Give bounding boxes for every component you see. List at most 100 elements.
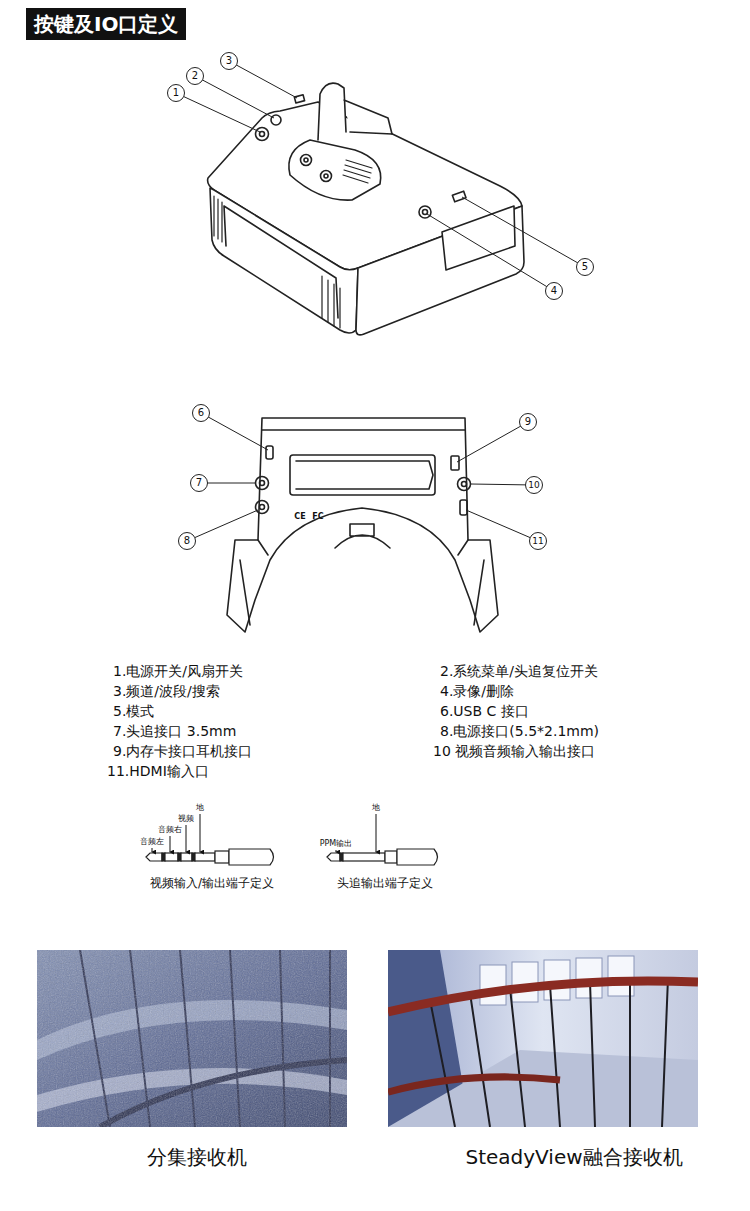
- leader-line: [427, 214, 554, 291]
- leader-line: [462, 197, 585, 267]
- certification-mark: CE: [294, 512, 305, 521]
- button: [419, 206, 431, 218]
- power-jack: [260, 505, 265, 510]
- strap-mount: [318, 83, 392, 140]
- page-title: 按键及IO口定义: [26, 8, 186, 40]
- leader-line: [195, 76, 274, 118]
- callout-number: 2: [192, 71, 198, 81]
- housing-edge: [240, 430, 484, 625]
- spec-item: 1.电源开关/风扇开关: [113, 663, 243, 680]
- av-jack: [458, 478, 471, 491]
- photo-ground: [388, 950, 698, 1127]
- photo-stairs: [388, 1050, 698, 1127]
- av-jack: [462, 482, 467, 487]
- callout-circle: [520, 414, 537, 431]
- audio-jack: [260, 481, 265, 486]
- leader-line: [466, 510, 538, 541]
- spec-item: 6.USB C 接口: [440, 703, 529, 720]
- leader-line: [471, 484, 534, 485]
- callout-circle: [191, 475, 208, 492]
- callout-number: 5: [582, 262, 588, 272]
- callout-number: 11: [532, 537, 543, 546]
- hdmi-port: [460, 500, 467, 515]
- leader-line: [201, 413, 268, 450]
- side-face: [356, 206, 524, 335]
- audio-jack: [256, 477, 269, 490]
- antenna-pin: [324, 174, 328, 178]
- photo-caption: 分集接收机: [147, 1146, 247, 1169]
- callout-number: 4: [551, 286, 557, 296]
- callout-number: 3: [226, 56, 232, 66]
- pin-pointer: [336, 850, 337, 852]
- visor-edge: [224, 206, 338, 318]
- spec-item: 3.频道/波段/搜索: [113, 683, 220, 700]
- photo-ground: [37, 950, 347, 1127]
- usb-port: [266, 446, 273, 459]
- spec-item: 11.HDMI输入口: [107, 763, 209, 780]
- callout-number: 8: [184, 536, 190, 546]
- button: [256, 128, 269, 141]
- callout-circle: [193, 405, 210, 422]
- callout-number: 10: [528, 481, 539, 490]
- pin-label: 音频右: [158, 825, 182, 834]
- spec-item: 7.头追接口 3.5mm: [113, 723, 236, 740]
- plug-tip: [146, 853, 162, 861]
- pin-pointer: [200, 814, 201, 852]
- fan-grille: [214, 196, 340, 328]
- pin-label: PPM输出: [320, 839, 353, 848]
- sd-slot: [451, 456, 459, 470]
- antenna-port: [301, 155, 312, 166]
- button: [452, 191, 466, 202]
- front-face: [210, 188, 358, 333]
- leader-line: [457, 422, 528, 462]
- callout-number: 1: [173, 88, 179, 98]
- diagram-caption: 头追输出端子定义: [337, 877, 433, 891]
- plug-body: [397, 849, 438, 865]
- spec-item: 2.系统菜单/头追复位开关: [440, 663, 598, 680]
- button: [260, 132, 265, 137]
- spec-item: 5.模式: [113, 703, 154, 720]
- photo-railing: [388, 981, 698, 1012]
- callout-number: 7: [196, 478, 202, 488]
- pin-pointer: [376, 814, 377, 852]
- plug-sleeve: [343, 853, 385, 861]
- pin-label: 音频左: [140, 837, 164, 846]
- spec-item: 10 视频音频输入输出接口: [433, 743, 595, 760]
- spec-item: 9.内存卡接口耳机接口: [113, 743, 252, 760]
- photo-steadyview: [388, 950, 698, 1127]
- battery-slot-ridge: [296, 461, 433, 489]
- callout-number: 9: [525, 417, 531, 427]
- nose-bridge: [335, 524, 390, 548]
- pin-label: 视频: [178, 814, 194, 823]
- av-plug: [146, 814, 274, 865]
- plug-ring: [181, 853, 192, 861]
- photo-noise: [37, 950, 347, 1127]
- callout-number: 6: [198, 408, 204, 418]
- plug-body: [229, 849, 274, 865]
- vent-grille: [343, 160, 372, 183]
- plug-ring: [165, 853, 178, 861]
- pin-pointer: [152, 848, 153, 852]
- photo-railing: [388, 1077, 560, 1092]
- callout-circle: [546, 283, 563, 300]
- button: [271, 115, 281, 125]
- spec-item: 4.录像/删除: [440, 683, 514, 700]
- leader-line: [176, 93, 260, 132]
- certification-mark: FC: [312, 512, 323, 521]
- photo-caption: SteadyView融合接收机: [465, 1146, 682, 1169]
- spec-item: 8.电源接口(5.5*2.1mm): [440, 723, 599, 740]
- callout-circle: [179, 533, 196, 550]
- callout-circle: [168, 85, 185, 102]
- callout-circle: [526, 477, 543, 494]
- plug-collar: [385, 851, 397, 863]
- battery-slot: [290, 455, 435, 495]
- leader-line: [229, 61, 297, 98]
- top-bump: [289, 140, 381, 200]
- pin-label: 地: [372, 803, 380, 812]
- power-jack: [256, 501, 269, 514]
- diagram-caption: 视频输入/输出端子定义: [150, 877, 274, 891]
- photo-diversity: [37, 950, 347, 1127]
- callout-circle: [530, 533, 547, 550]
